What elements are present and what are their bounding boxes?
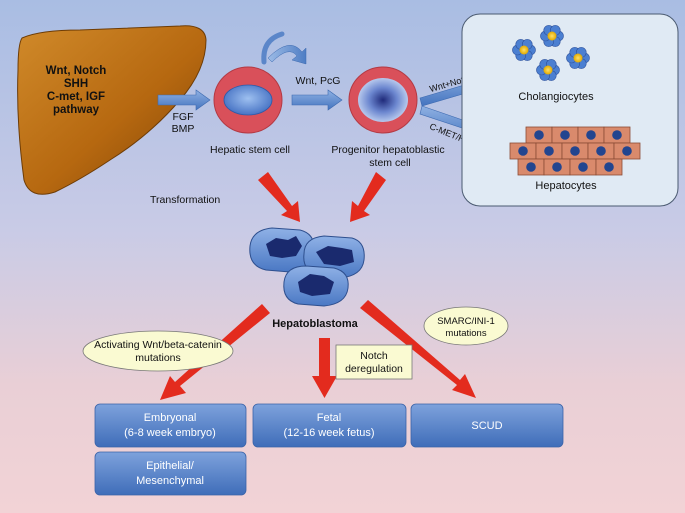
scud-label: SCUD — [471, 420, 502, 432]
wnt-pcg-label: Wnt, PcG — [296, 75, 341, 87]
progenitor-label-line2: stem cell — [369, 157, 410, 169]
notch-line2: deregulation — [345, 363, 403, 375]
cholangiocyte-cell — [566, 47, 590, 69]
hepatocyte-cell — [613, 142, 641, 160]
differentiation-panel — [461, 13, 679, 207]
epithelial-line1: Epithelial/ — [146, 460, 195, 472]
progenitor-label-line1: Progenitor hepatoblastic — [331, 144, 444, 156]
progenitor-stem-cell — [348, 66, 418, 134]
smarc-line2: mutations — [445, 328, 486, 339]
liver-label-line4: pathway — [53, 104, 100, 116]
hepatocyte-cell — [525, 126, 553, 144]
embryonal-line2: (6-8 week embryo) — [124, 427, 216, 439]
hepatic-stem-cell-label: Hepatic stem cell — [210, 144, 290, 156]
fgf-label: FGF — [173, 111, 194, 123]
liver-shape — [17, 25, 207, 195]
cholangiocyte-cell — [512, 39, 536, 61]
notch-callout — [335, 344, 413, 380]
hepatocyte-cell — [543, 158, 571, 176]
hepatocyte-cell — [561, 142, 589, 160]
fetal-box — [252, 403, 407, 448]
red-arrow-progenitor-to-tumor — [350, 172, 386, 222]
hepatoblastoma-label: Hepatoblastoma — [272, 318, 358, 330]
cholangiocyte-cluster — [512, 25, 590, 81]
hepatocyte-cell — [509, 142, 537, 160]
hepatocyte-cell — [551, 126, 579, 144]
hepatocytes-label: Hepatocytes — [535, 180, 597, 192]
tumor-cell-right — [303, 235, 365, 279]
hepatocyte-cluster — [509, 126, 641, 176]
liver-label-line3: C-met, IGF — [47, 91, 105, 103]
epithelial-box — [94, 451, 247, 496]
scud-box — [410, 403, 564, 448]
hepatocyte-cell — [595, 158, 623, 176]
smarc-line1: SMARC/INI-1 — [437, 316, 495, 327]
hepatic-stem-cell — [213, 66, 283, 134]
cholangiocytes-label: Cholangiocytes — [518, 91, 594, 103]
red-arrow-to-fetal — [312, 338, 337, 398]
embryonal-box — [94, 403, 247, 448]
tumor-cell-bottom — [283, 265, 349, 307]
bmp-label: BMP — [172, 123, 195, 135]
arrow-liver-to-stem — [157, 89, 211, 111]
notch-line1: Notch — [360, 350, 388, 362]
embryonal-line1: Embryonal — [144, 412, 197, 424]
hepatocyte-cell — [535, 142, 563, 160]
cholangiocyte-cell — [536, 59, 560, 81]
red-arrow-stem-to-tumor — [258, 172, 300, 222]
cholangiocyte-cell — [540, 25, 564, 47]
epithelial-line2: Mesenchymal — [136, 475, 204, 487]
wnt-mutation-line2: mutations — [135, 352, 181, 364]
smarc-mutation-callout — [423, 306, 509, 346]
wnt-mutation-callout — [82, 330, 234, 372]
fetal-line2: (12-16 week fetus) — [283, 427, 374, 439]
self-renewal-arrow — [261, 31, 307, 65]
tumor-cell-left — [249, 227, 315, 273]
red-arrow-to-scud — [360, 300, 476, 398]
hepatocyte-cell — [603, 126, 631, 144]
liver-label-line1: Wnt, Notch — [46, 65, 107, 77]
hepatocyte-cell — [517, 158, 545, 176]
hepatocyte-cell — [587, 142, 615, 160]
hepatocyte-cell — [577, 126, 605, 144]
fetal-line1: Fetal — [317, 412, 341, 424]
hepatocyte-cell — [569, 158, 597, 176]
liver-label-line2: SHH — [64, 78, 88, 90]
arrow-stem-to-progenitor — [291, 89, 343, 111]
transformation-label: Transformation — [150, 194, 220, 206]
wnt-mutation-line1: Activating Wnt/beta-catenin — [94, 339, 222, 351]
